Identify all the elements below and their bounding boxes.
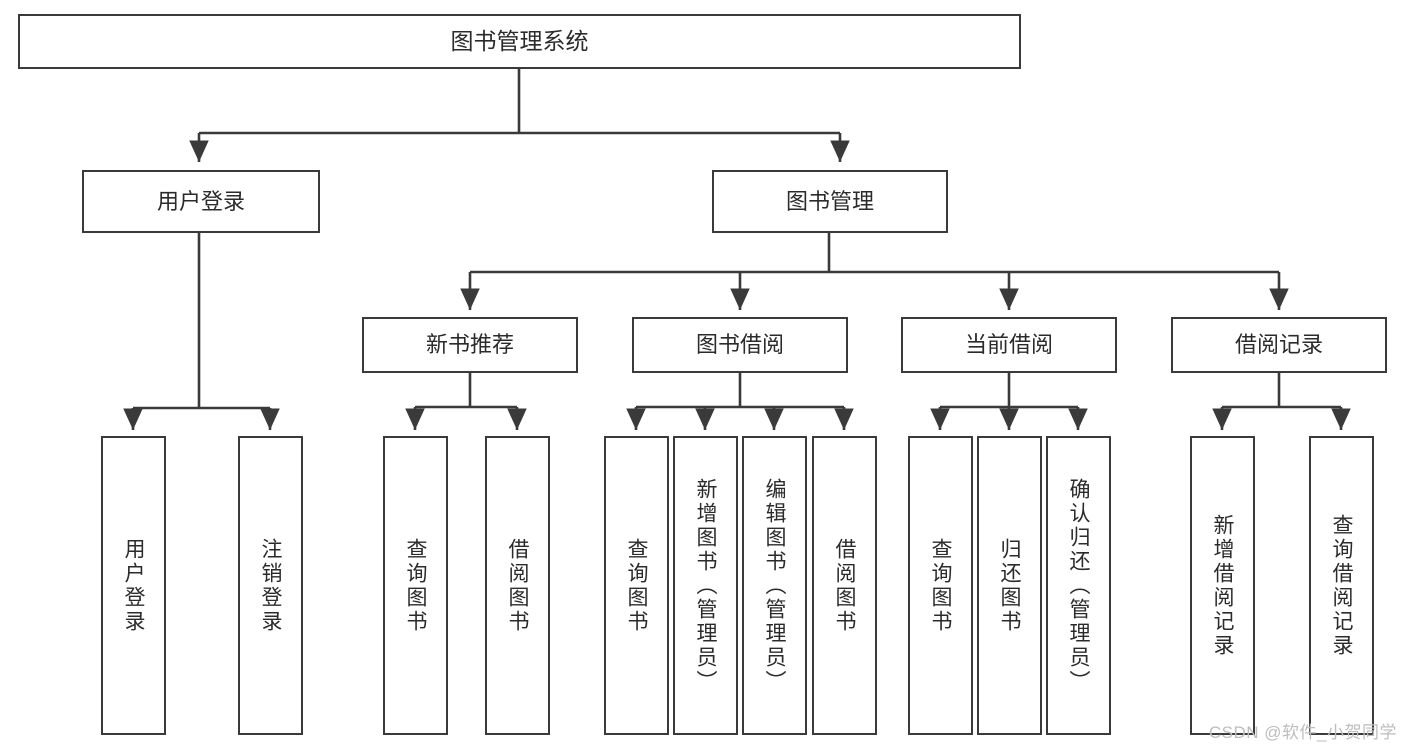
node-label: 新增图书（管理员） — [694, 477, 717, 694]
node-label: 图书借阅 — [695, 332, 784, 358]
watermark: CSDN @软件_小贺同学 — [1208, 723, 1397, 742]
node-label: 图书管理系统 — [450, 28, 589, 55]
leaf-user-logout[interactable]: 注销登录 — [238, 436, 303, 735]
node-label: 编辑图书（管理员） — [763, 477, 786, 694]
node-label: 查询图书 — [929, 537, 952, 634]
leaf-borrow-book-new[interactable]: 借阅图书 — [485, 436, 550, 735]
node-label: 用户登录 — [122, 537, 145, 634]
node-label: 新书推荐 — [425, 332, 514, 358]
node-new-book-recommend[interactable]: 新书推荐 — [362, 317, 578, 373]
leaf-query-borrow-record[interactable]: 查询借阅记录 — [1309, 436, 1374, 735]
node-label: 借阅图书 — [506, 537, 529, 634]
node-label: 查询图书 — [404, 537, 427, 634]
node-label: 确认归还（管理员） — [1067, 477, 1090, 694]
node-book-management[interactable]: 图书管理 — [712, 170, 948, 233]
node-label: 查询图书 — [625, 537, 648, 634]
leaf-query-book-borrow[interactable]: 查询图书 — [604, 436, 669, 735]
node-label: 查询借阅记录 — [1330, 513, 1353, 658]
leaf-return-book[interactable]: 归还图书 — [977, 436, 1042, 735]
leaf-query-book-current[interactable]: 查询图书 — [908, 436, 973, 735]
node-current-borrow[interactable]: 当前借阅 — [901, 317, 1117, 373]
leaf-query-book-new[interactable]: 查询图书 — [383, 436, 448, 735]
node-label: 当前借阅 — [964, 332, 1053, 358]
node-label: 归还图书 — [998, 537, 1021, 634]
leaf-user-login[interactable]: 用户登录 — [101, 436, 166, 735]
node-label: 新增借阅记录 — [1211, 513, 1234, 658]
node-label: 图书管理 — [785, 188, 874, 214]
node-label: 注销登录 — [259, 537, 282, 634]
leaf-add-borrow-record[interactable]: 新增借阅记录 — [1190, 436, 1255, 735]
leaf-borrow-book[interactable]: 借阅图书 — [812, 436, 877, 735]
leaf-add-book-admin[interactable]: 新增图书（管理员） — [673, 436, 738, 735]
node-root-system[interactable]: 图书管理系统 — [18, 14, 1021, 69]
leaf-confirm-return-admin[interactable]: 确认归还（管理员） — [1046, 436, 1111, 735]
node-label: 用户登录 — [156, 188, 245, 214]
node-label: 借阅图书 — [833, 537, 856, 634]
leaf-edit-book-admin[interactable]: 编辑图书（管理员） — [742, 436, 807, 735]
node-borrow-records[interactable]: 借阅记录 — [1171, 317, 1387, 373]
node-user-login[interactable]: 用户登录 — [82, 170, 320, 233]
node-book-borrow[interactable]: 图书借阅 — [632, 317, 848, 373]
node-label: 借阅记录 — [1234, 332, 1323, 358]
